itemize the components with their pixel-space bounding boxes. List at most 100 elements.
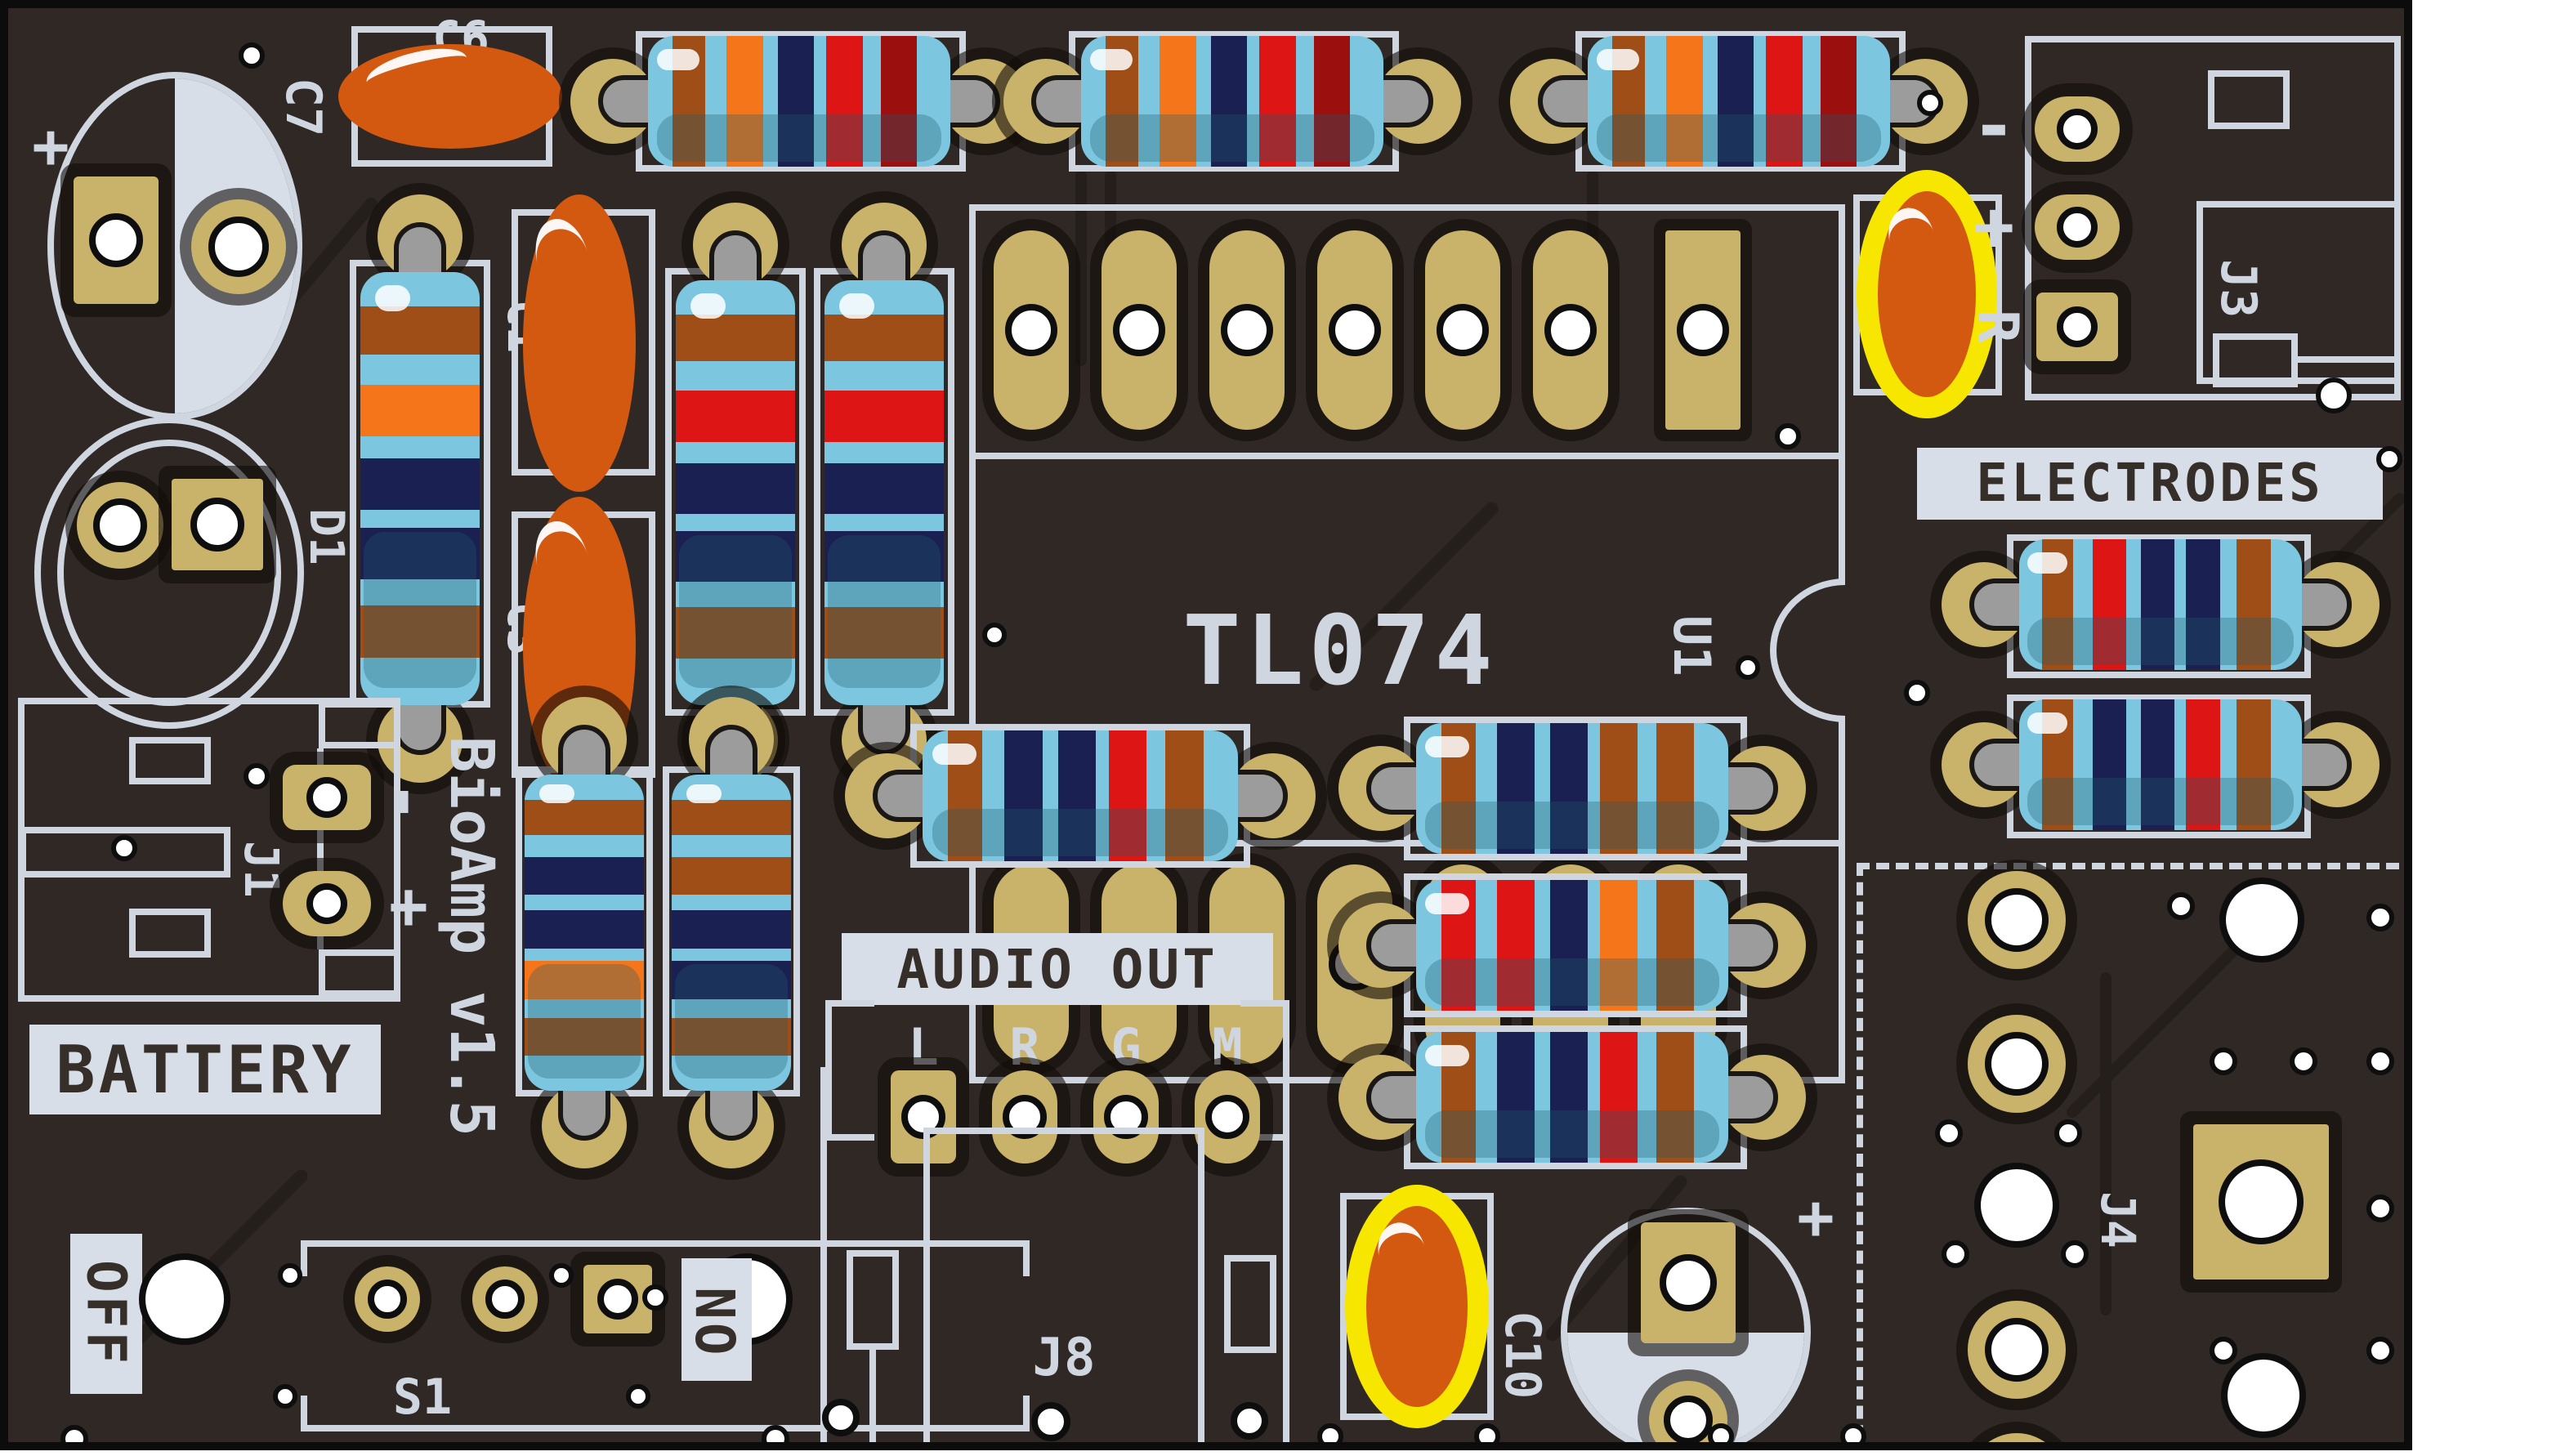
board-title: BioAmp v1.5 xyxy=(436,735,507,1137)
j1-inner-rect xyxy=(319,701,400,748)
resistor-r3 xyxy=(1510,36,1968,167)
trace xyxy=(2100,972,2111,1315)
j1-inner-slot xyxy=(20,827,230,878)
via-hole xyxy=(1942,1240,1969,1268)
resistor-r5 xyxy=(670,203,801,783)
j8-bracket-left xyxy=(825,1000,874,1141)
pcb-board: + C7 C6 D1 C1 xyxy=(0,0,2412,1450)
j1-inner-rect xyxy=(129,909,211,958)
audio-pin-m-label: M xyxy=(1212,1017,1243,1077)
on-text: ON xyxy=(685,1284,749,1356)
via-hole xyxy=(278,1263,302,1288)
battery-pad-minus xyxy=(283,765,371,830)
j8-inner-rect xyxy=(847,1250,899,1350)
ic-pad xyxy=(1317,230,1392,430)
via-hole xyxy=(2366,904,2394,931)
electrode-pin-minus-label: - xyxy=(1971,83,2017,169)
via-hole xyxy=(1935,1119,1963,1147)
c1-capacitor xyxy=(523,194,636,492)
j8-hole xyxy=(822,1399,860,1436)
via-hole xyxy=(642,1284,668,1311)
ic-name-label: TL074 xyxy=(1182,594,1498,707)
c7-plus-mark: + xyxy=(32,109,69,182)
electrode-pad-plus xyxy=(2035,194,2120,260)
s1-pad xyxy=(472,1266,538,1332)
battery-minus-mark: - xyxy=(365,779,449,824)
j1-inner-rect xyxy=(129,737,211,784)
j3-ref-label: J3 xyxy=(2210,258,2267,319)
c7-ref-label: C7 xyxy=(275,77,332,137)
j3-inner-rect xyxy=(2208,70,2290,129)
ic-pad xyxy=(1209,230,1285,430)
s1-ref-label: S1 xyxy=(392,1369,453,1426)
s1-bracket-bottom xyxy=(301,1396,1030,1431)
j4-pad xyxy=(1968,1301,2066,1399)
via-hole xyxy=(1904,680,1930,706)
s1-pad xyxy=(355,1266,420,1332)
resistor-body xyxy=(525,775,644,1091)
via-hole xyxy=(1474,1423,1500,1442)
audio-out-label: AUDIO OUT xyxy=(842,933,1273,1005)
resistor-body xyxy=(824,280,944,705)
resistor-r10 xyxy=(1338,723,1806,854)
j4-mount-pad xyxy=(2193,1124,2329,1280)
resistor-body xyxy=(2019,539,2302,670)
d1-hole xyxy=(190,498,244,552)
off-text: OFF xyxy=(74,1260,138,1368)
via-hole xyxy=(549,1263,574,1288)
c10-plus-mark: + xyxy=(1797,1181,1834,1253)
j4-pad xyxy=(1968,1433,2066,1442)
via-hole xyxy=(2210,1047,2237,1075)
trace xyxy=(1075,170,1087,366)
resistor-body xyxy=(1416,880,1728,1011)
via-hole xyxy=(273,1384,297,1409)
j8-outline-right xyxy=(1283,1067,1289,1442)
c7-pad-negative xyxy=(74,176,159,304)
resistor-r14 xyxy=(1942,699,2380,830)
ic-pad xyxy=(994,230,1069,430)
d1-pad-square xyxy=(172,479,263,570)
j8-outline-left xyxy=(820,1067,827,1442)
resistor-body xyxy=(1416,1032,1728,1163)
ic-socket-divider xyxy=(969,453,1845,459)
j8-hole xyxy=(1031,1402,1070,1441)
j1-line xyxy=(317,748,324,949)
j4-pad xyxy=(1968,871,2066,969)
audio-pin-g-label: G xyxy=(1110,1017,1142,1077)
j8-body-rect xyxy=(923,1128,1204,1442)
j4-mount-hole xyxy=(2219,878,2304,962)
via-hole xyxy=(111,835,137,861)
electrode-pad-minus xyxy=(2035,96,2120,162)
ic-pad xyxy=(1102,230,1177,430)
j4-pad xyxy=(1968,1015,2066,1113)
ic-pad xyxy=(1425,230,1500,430)
resistor-r2 xyxy=(1003,36,1461,167)
via-hole xyxy=(2054,1119,2082,1147)
via-hole xyxy=(1736,655,1760,680)
via-hole xyxy=(1708,1423,1734,1442)
resistor-r4 xyxy=(355,194,485,783)
via-hole xyxy=(2366,1047,2394,1075)
resistor-r1 xyxy=(570,36,1028,167)
c10-ref-label: C10 xyxy=(1494,1310,1551,1400)
d1-pad xyxy=(77,482,163,569)
resistor-r8 xyxy=(666,697,797,1168)
via-hole xyxy=(2366,1337,2394,1364)
s1-pad-square xyxy=(583,1265,652,1333)
j8-inner-rect xyxy=(1224,1255,1276,1353)
via-hole xyxy=(2167,892,2195,920)
via-hole xyxy=(2290,1047,2317,1075)
via-hole xyxy=(762,1425,789,1442)
via-hole xyxy=(626,1384,650,1409)
ic-pad-1 xyxy=(1665,230,1741,430)
j8-hole xyxy=(1231,1402,1268,1440)
resistor-body xyxy=(2019,699,2302,830)
off-label: OFF xyxy=(70,1234,142,1394)
via-hole xyxy=(239,42,265,69)
via-hole xyxy=(1840,1423,1866,1442)
resistor-r9 xyxy=(845,730,1316,861)
d1-outer-circle xyxy=(34,417,304,729)
via-hole xyxy=(2210,1337,2237,1364)
resistor-body xyxy=(1416,723,1728,854)
battery-plus-mark: + xyxy=(388,868,429,944)
